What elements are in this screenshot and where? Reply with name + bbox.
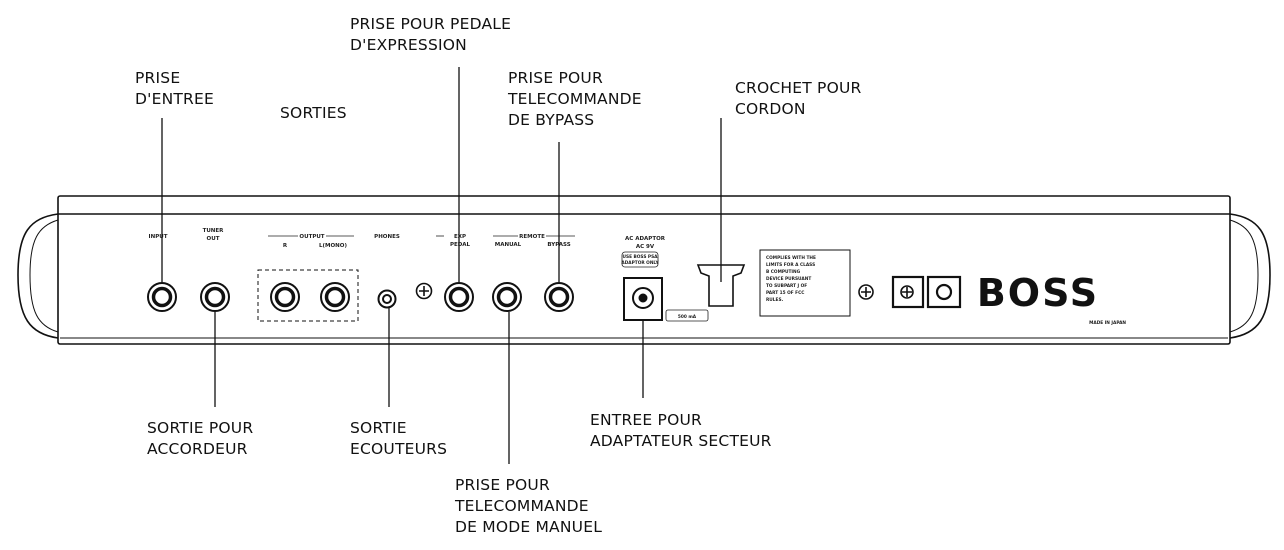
exp-panel-label-1: EXP	[454, 234, 466, 240]
output-l-panel-label: L(MONO)	[319, 243, 347, 249]
screws	[415, 281, 914, 300]
compliance-line-6: PART 15 OF FCC	[766, 290, 804, 296]
boss-logo: BOSS MADE IN JAPAN	[891, 271, 1126, 326]
compliance-line-3: B COMPUTING	[766, 269, 801, 275]
manual-panel-label: MANUAL	[495, 242, 522, 248]
leader-lines	[161, 67, 722, 464]
adaptor-only-label-1: USE BOSS PSA	[622, 254, 658, 260]
brand-logo-text: BOSS	[977, 271, 1099, 315]
compliance-line-5: TO SUBPART J OF	[766, 283, 807, 289]
phones-jack	[377, 289, 397, 309]
panel-labels: INPUT TUNER OUT OUTPUT R L(MONO) PHONES …	[149, 228, 697, 320]
output-r-panel-label: R	[283, 243, 288, 249]
tuner-panel-label-1: TUNER	[203, 228, 225, 234]
compliance-line-4: DEVICE PURSUANT	[766, 276, 811, 282]
tuner-out-jack	[200, 282, 230, 312]
output-panel-label: OUTPUT	[299, 234, 324, 240]
remote-panel-label: REMOTE	[519, 234, 545, 240]
screw-icon	[900, 285, 914, 299]
exp-pedal-jack	[444, 282, 474, 312]
compliance-line-7: RULES.	[766, 297, 784, 303]
outputs-callout: SORTIES	[280, 104, 347, 122]
adaptor-only-label-2: ADAPTOR ONLY	[621, 260, 659, 266]
made-in-label: MADE IN JAPAN	[1089, 320, 1126, 326]
output-l-jack	[320, 282, 350, 312]
compliance-line-2: LIMITS FOR A CLASS	[766, 262, 815, 268]
output-r-jack	[270, 282, 300, 312]
tuner-panel-label-2: OUT	[207, 236, 220, 242]
bypass-remote-jack	[544, 282, 574, 312]
exp-panel-label-2: PEDAL	[450, 242, 471, 248]
current-label: 500 mA	[678, 314, 697, 320]
input-panel-label: INPUT	[149, 234, 168, 240]
cord-hook	[696, 264, 746, 307]
screw-icon	[415, 282, 433, 300]
output-jacks-box	[257, 269, 359, 322]
jacks	[147, 282, 574, 312]
input-jack	[147, 282, 177, 312]
ac-adaptor-input	[623, 277, 663, 321]
ac-adaptor-panel-label-1: AC ADAPTOR	[625, 236, 666, 242]
panel-rules	[268, 235, 709, 322]
ac-adaptor-panel-label-2: AC 9V	[636, 244, 655, 250]
screw-icon	[858, 284, 874, 300]
phones-panel-label: PHONES	[374, 234, 400, 240]
manual-remote-jack	[492, 282, 522, 312]
compliance-label: COMPLIES WITH THE LIMITS FOR A CLASS B C…	[759, 249, 851, 317]
unit-body	[17, 195, 1271, 345]
compliance-line-1: COMPLIES WITH THE	[766, 255, 816, 261]
